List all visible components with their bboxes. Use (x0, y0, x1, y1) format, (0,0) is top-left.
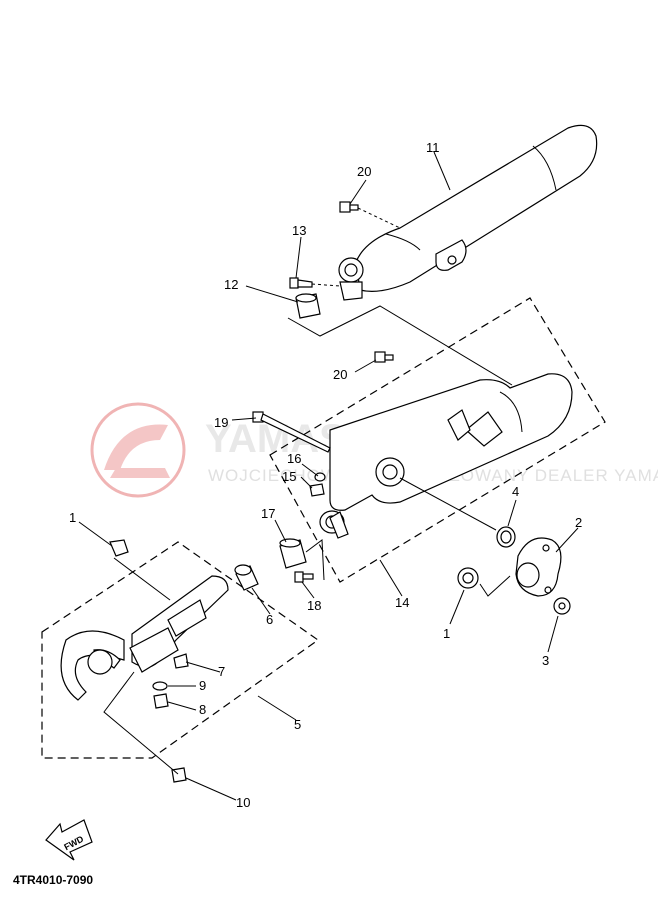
bolt-20-upper (339, 201, 401, 229)
reference-code: 4TR4010-7090 (13, 873, 93, 887)
callout-5: 5 (294, 717, 301, 732)
collar-17 (279, 538, 325, 581)
callout-1-left: 1 (69, 510, 76, 525)
callout-9: 9 (199, 678, 206, 693)
callout-2: 2 (575, 515, 582, 530)
callout-4: 4 (512, 484, 519, 499)
callout-15: 15 (282, 469, 296, 484)
gasket-1-left (109, 539, 171, 601)
callout-12: 12 (224, 277, 238, 292)
callout-10: 10 (236, 795, 250, 810)
callout-6: 6 (266, 612, 273, 627)
callout-labels: 11 20 13 12 20 19 16 15 17 18 14 4 2 1 3… (69, 140, 582, 810)
callout-17: 17 (261, 506, 275, 521)
callout-3: 3 (542, 653, 549, 668)
callout-7: 7 (218, 664, 225, 679)
exhaust-pipe-5 (60, 575, 229, 701)
callout-13: 13 (292, 223, 306, 238)
washer-9 (152, 681, 168, 691)
leader-lines (78, 151, 579, 801)
collar-12 (295, 293, 321, 319)
collar-6 (234, 564, 259, 591)
callout-11: 11 (426, 140, 440, 155)
gasket-1-right (457, 567, 511, 597)
bolt-18 (294, 571, 314, 583)
bolt-20-lower (374, 351, 394, 363)
assembly-14-boundary (269, 297, 606, 583)
bolt-13 (289, 277, 341, 289)
bolt-7 (173, 653, 189, 669)
nut-3 (553, 597, 571, 615)
leader-5-10 (103, 671, 179, 775)
flange-2 (515, 537, 562, 597)
fwd-arrow-icon: FWD (45, 819, 93, 861)
nut-16-15 (309, 472, 326, 497)
callout-1-right: 1 (443, 626, 450, 641)
muffler-assembly-14 (319, 373, 573, 539)
leader-12-assembly (287, 305, 513, 386)
callout-16: 16 (287, 451, 301, 466)
watermark-logo (90, 402, 186, 498)
callout-14: 14 (395, 595, 409, 610)
assembly-5-boundary (41, 541, 320, 759)
upper-muffler (338, 124, 598, 301)
callout-20-upper: 20 (357, 164, 371, 179)
callout-19: 19 (214, 415, 228, 430)
callout-8: 8 (199, 702, 206, 717)
bolt-19 (252, 411, 331, 453)
gasket-4 (399, 477, 516, 548)
callout-18: 18 (307, 598, 321, 613)
callout-20-lower: 20 (333, 367, 347, 382)
nut-8 (153, 693, 169, 709)
